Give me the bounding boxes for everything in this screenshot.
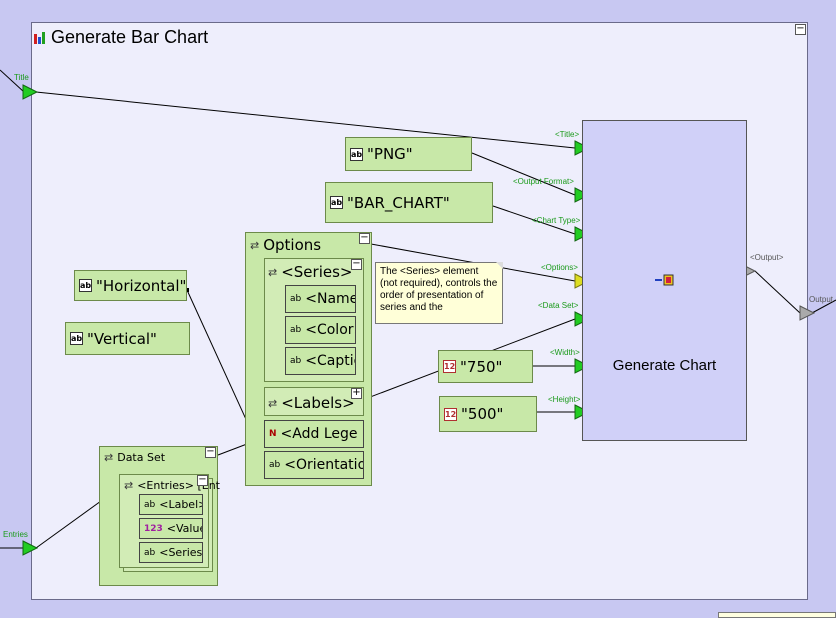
number-constant-icon: 12 (443, 360, 456, 373)
gc-input-label: <Output Format> (513, 177, 574, 186)
text-type-icon: ab (144, 547, 156, 558)
string-constant-icon: ab (350, 147, 363, 161)
boolean-type-icon: N (269, 429, 277, 439)
port-output-out (799, 305, 816, 321)
add-legend-field[interactable]: N <Add Lege (264, 420, 364, 448)
string-constant-icon: ab (79, 279, 92, 292)
orientation-label: <Orientatio (284, 457, 364, 473)
entries-header: ⇄ <Entries> [Ent (120, 477, 224, 494)
text-type-icon: ab (290, 356, 302, 366)
note-fold-corner (496, 262, 503, 269)
entry-value-field[interactable]: 123 <Value> (139, 518, 203, 539)
list-icon: ⇄ (268, 265, 278, 279)
horizontal-constant-value: "Horizontal" (96, 276, 187, 295)
port-entries-in (22, 540, 39, 556)
dataset-header: ⇄ Data Set (100, 449, 169, 466)
dataset-title: Data Set (117, 451, 166, 464)
series-caption-label: <Captio (305, 353, 355, 369)
gc-input-label: <Height> (548, 395, 581, 404)
comment-note[interactable]: The <Series> element (not required), con… (375, 262, 503, 324)
entry-label-label: <Label> [ (159, 498, 203, 511)
string-constant-icon: ab (70, 332, 83, 345)
series-collapse-button[interactable]: − (351, 258, 362, 270)
bar-chart-constant-node[interactable]: ab "BAR_CHART" (325, 182, 493, 223)
bar-chart-constant-value: "BAR_CHART" (347, 193, 450, 212)
list-icon: ⇄ (104, 451, 114, 464)
labels-group[interactable] (264, 387, 364, 416)
wire-title (35, 91, 576, 149)
png-constant-value: "PNG" (367, 145, 413, 163)
options-title: Options (263, 236, 322, 254)
add-legend-label: <Add Lege (280, 426, 358, 442)
wire-output (754, 270, 801, 314)
gc-input-label: <Title> (555, 130, 580, 139)
vertical-constant-node[interactable]: ab "Vertical" (65, 322, 190, 355)
series-color-label: <Color> (305, 322, 355, 338)
generate-chart-label: Generate Chart (612, 357, 717, 374)
labels-expand-button[interactable]: + (351, 387, 362, 399)
labels-title: <Labels> (281, 394, 355, 412)
entries-collapse-button[interactable]: − (197, 474, 208, 486)
wire-bar-chart (492, 205, 576, 235)
chart-service-icon (655, 274, 674, 286)
bar-chart-icon (34, 32, 45, 44)
number-constant-icon: 12 (444, 407, 457, 421)
options-header: ⇄ Options (246, 234, 325, 256)
series-name-field[interactable]: ab <Name (285, 285, 356, 313)
status-box (718, 612, 836, 618)
wire-output-outgoing (811, 299, 836, 314)
options-collapse-button[interactable]: − (359, 232, 370, 244)
gc-input-label: <Data Set> (538, 301, 579, 310)
wire-png (471, 152, 576, 196)
wire-title-incoming (0, 69, 25, 93)
text-type-icon: ab (269, 460, 281, 470)
series-caption-field[interactable]: ab <Captio (285, 347, 356, 375)
text-type-icon: ab (290, 325, 302, 335)
gc-input-label: <Width> (550, 348, 580, 357)
gc-output-label: <Output> (750, 253, 784, 262)
string-constant-icon: ab (330, 196, 343, 209)
diagram-title: Generate Bar Chart (51, 26, 209, 47)
orientation-field[interactable]: ab <Orientatio (264, 451, 364, 479)
width-constant-node[interactable]: 12 "750" (438, 350, 533, 383)
entry-value-label: <Value> (166, 522, 202, 535)
entry-series-field[interactable]: ab <Series> (139, 542, 203, 563)
labels-header: ⇄ <Labels> (264, 392, 359, 414)
dataset-collapse-button[interactable]: − (205, 446, 216, 458)
series-color-field[interactable]: ab <Color> (285, 316, 356, 344)
list-icon: ⇄ (250, 238, 260, 252)
height-constant-value: "500" (461, 405, 504, 423)
vertical-constant-value: "Vertical" (87, 329, 157, 348)
height-constant-node[interactable]: 12 "500" (439, 396, 537, 432)
series-header: ⇄ <Series> (264, 261, 356, 283)
entry-label-field[interactable]: ab <Label> [ (139, 494, 203, 515)
entry-series-label: <Series> (159, 546, 203, 559)
entries-port-label: Entries (3, 530, 28, 539)
text-type-icon: ab (290, 294, 302, 304)
number-type-icon: 123 (144, 523, 163, 534)
list-icon: ⇄ (268, 396, 278, 410)
text-type-icon: ab (144, 499, 156, 510)
title-port-label: Title (14, 73, 29, 82)
gc-input-label: <Options> (541, 263, 578, 272)
list-icon: ⇄ (124, 479, 134, 492)
gc-input-label: <Chart Type> (532, 216, 581, 225)
output-port-label: Output (809, 295, 834, 304)
diagram-title-bar: Generate Bar Chart (33, 25, 208, 49)
series-name-label: <Name (305, 291, 356, 307)
series-title: <Series> (281, 263, 353, 281)
horizontal-constant-node[interactable]: ab "Horizontal" (74, 270, 187, 301)
collapse-button[interactable]: − (795, 23, 806, 35)
png-constant-node[interactable]: ab "PNG" (345, 137, 472, 171)
port-title-in (22, 84, 39, 100)
width-constant-value: "750" (460, 357, 503, 376)
